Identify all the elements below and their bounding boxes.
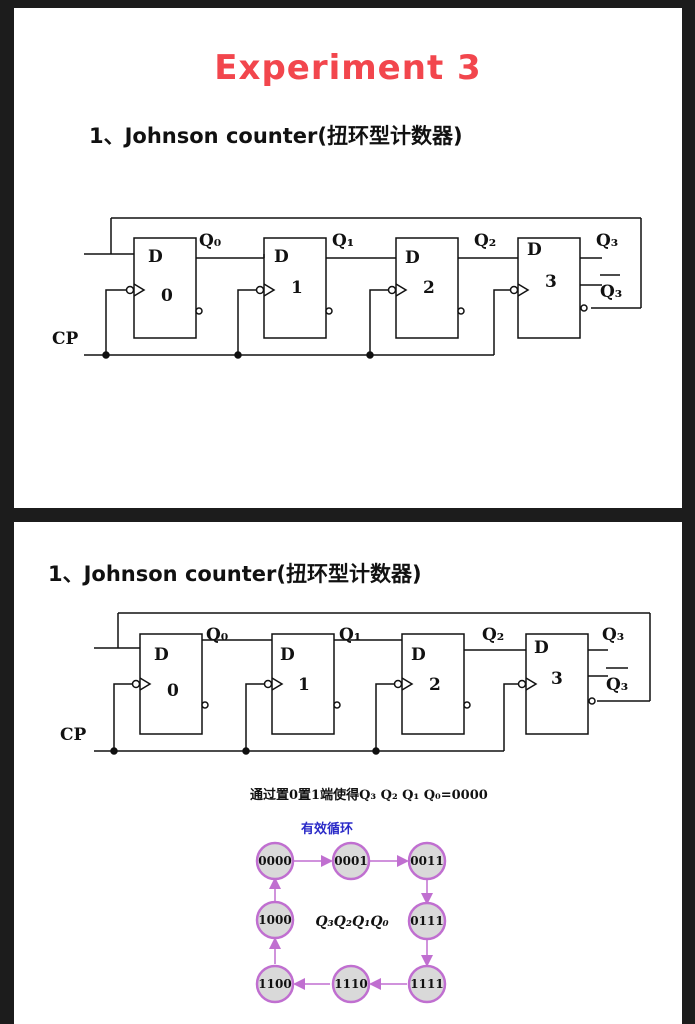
slide-2: 1、Johnson counter(扭环型计数器) <box>14 522 682 1024</box>
q-output-label: Q₀ <box>206 625 228 645</box>
state-label: 0000 <box>258 854 291 868</box>
state-label: 1111 <box>410 977 443 991</box>
d-label: D <box>280 645 295 665</box>
flip-flop-3 <box>517 237 581 339</box>
d-label: D <box>411 645 426 665</box>
state-label: 1100 <box>258 977 291 991</box>
q-output-label: Q₁ <box>332 231 354 251</box>
state-node-0011 <box>407 841 447 881</box>
slide-1: Experiment 3 1、Johnson counter(扭环型计数器) <box>14 8 682 508</box>
cycle-center-label: Q₃Q₂Q₁Q₀ <box>315 914 388 930</box>
state-node-1111 <box>407 964 447 1004</box>
ff-number: 1 <box>298 675 310 695</box>
state-node-0111 <box>407 901 447 941</box>
state-label: 0111 <box>410 914 443 928</box>
d-label: D <box>148 247 163 267</box>
flip-flop-1 <box>263 237 327 339</box>
q3-bar-label: Q₃ <box>600 282 622 302</box>
slide-heading: 1、Johnson counter(扭环型计数器) <box>48 562 422 586</box>
q3-bar-label: Q₃ <box>606 675 628 695</box>
q-output-label: Q₁ <box>339 625 361 645</box>
q-output-label: Q₃ <box>596 231 618 251</box>
johnson-counter-circuit: D D D D 0 1 2 3 Q₀ Q₁ Q₂ Q₃ Q₃ CP <box>52 217 642 359</box>
d-label: D <box>274 247 289 267</box>
state-node-1100 <box>255 964 295 1004</box>
d-label: D <box>534 638 549 658</box>
q-output-label: Q₀ <box>199 231 221 251</box>
cycle-title: 有效循环 <box>301 822 354 837</box>
state-node-1000 <box>255 900 295 940</box>
state-label: 1110 <box>334 977 367 991</box>
q-output-label: Q₂ <box>474 231 496 251</box>
state-label: 1000 <box>258 913 291 927</box>
johnson-counter-circuit: D D D D 0 1 2 3 Q₀ Q₁ Q₂ Q₃ Q₃ CP <box>60 612 651 755</box>
init-condition-text: 通过置0置1端使得Q₃ Q₂ Q₁ Q₀=0000 <box>250 788 488 803</box>
ff-number: 0 <box>161 286 173 306</box>
ff-number: 2 <box>429 675 441 695</box>
d-label: D <box>527 240 542 260</box>
ff-number: 0 <box>167 681 179 701</box>
state-node-0001 <box>331 841 371 881</box>
cp-label: CP <box>60 725 87 745</box>
slide-title: Experiment 3 <box>214 48 482 88</box>
state-node-0000 <box>255 841 295 881</box>
state-node-1110 <box>331 964 371 1004</box>
flip-flop-0 <box>133 237 197 339</box>
q-output-label: Q₃ <box>602 625 624 645</box>
d-label: D <box>154 645 169 665</box>
state-label: 0001 <box>334 854 367 868</box>
slide-heading: 1、Johnson counter(扭环型计数器) <box>89 124 463 148</box>
q-output-label: Q₂ <box>482 625 504 645</box>
d-label: D <box>405 248 420 268</box>
flip-flop-2 <box>395 237 459 339</box>
cp-label: CP <box>52 329 79 349</box>
ff-number: 1 <box>291 278 303 298</box>
ff-number: 2 <box>423 278 435 298</box>
state-cycle-diagram: 0000 0001 0011 0111 1111 1110 1100 1000 … <box>255 841 447 1004</box>
ff-number: 3 <box>545 272 557 292</box>
ff-number: 3 <box>551 669 563 689</box>
state-label: 0011 <box>410 854 443 868</box>
